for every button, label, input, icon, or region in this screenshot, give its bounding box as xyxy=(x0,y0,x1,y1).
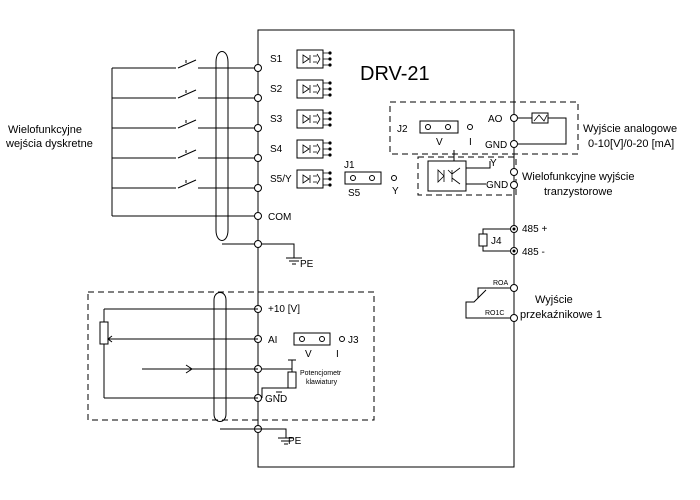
input-s5 xyxy=(112,179,258,189)
terminal-s3 xyxy=(254,124,262,132)
shield-cable-upper xyxy=(215,51,229,241)
device-title: DRV-21 xyxy=(360,63,430,85)
roa-label: ROA xyxy=(493,280,509,287)
rs485-minus-label: 485 - xyxy=(522,247,545,258)
terminal-com xyxy=(254,212,262,220)
digital-inputs-group: PE xyxy=(111,51,314,270)
terminal-s1 xyxy=(254,64,262,72)
terminal-roa xyxy=(510,284,518,292)
ro1c-label: RO1C xyxy=(485,310,504,317)
j1-name: J1 xyxy=(344,160,355,171)
left-group-label-line1: Wielofunkcyjne xyxy=(8,124,82,136)
pot-label-line2: klawiatury xyxy=(306,379,338,386)
jumper-j1: J1 S5 Y xyxy=(344,160,399,199)
ref-10v-label: +10 [V] xyxy=(268,304,300,315)
analog-input-block: Potencjometr klawiatury J3 V I +10 [V] A… xyxy=(87,291,375,422)
pe-label-upper: PE xyxy=(300,259,314,270)
rs485-plus-label: 485 + xyxy=(522,224,547,235)
terminal-pe-upper xyxy=(254,240,262,248)
opto-s2 xyxy=(296,79,332,99)
j1-right-label: Y xyxy=(392,186,399,197)
relay-out-desc-line2: przekaźnikowe 1 xyxy=(520,309,602,321)
label-com: COM xyxy=(268,212,291,223)
label-s4: S4 xyxy=(270,144,283,155)
opto-inputs xyxy=(296,49,332,189)
rs485-block: J4 485 + 485 - xyxy=(478,224,547,258)
j4-name: J4 xyxy=(491,236,502,247)
terminal-y xyxy=(510,168,518,176)
j3-name: J3 xyxy=(348,335,359,346)
label-s5y: S5/Y xyxy=(270,174,292,185)
input-s3 xyxy=(112,119,258,129)
j3-left-label: V xyxy=(305,349,312,360)
left-group-label-line2: wejścia dyskretne xyxy=(5,138,93,150)
pot-label-line1: Potencjometr xyxy=(300,370,342,377)
y-label: Y xyxy=(490,158,497,169)
shield-cable-lower xyxy=(213,292,227,422)
analog-out-desc-line2: 0-10[V]/0-20 [mA] xyxy=(588,138,674,150)
opto-s1 xyxy=(296,49,332,69)
transistor-out-desc-line2: tranzystorowe xyxy=(544,186,612,198)
j2-name: J2 xyxy=(397,124,408,135)
drive-body xyxy=(257,29,515,468)
transistor-output-block: Y GND xyxy=(417,150,518,196)
opto-s4 xyxy=(296,139,332,159)
terminal-s5y xyxy=(254,184,262,192)
terminal-ro1c xyxy=(510,314,518,322)
terminal-s4 xyxy=(254,154,262,162)
ai-gnd-label: GND xyxy=(265,394,287,405)
opto-s5 xyxy=(296,169,332,189)
relay-out-desc-line1: Wyjście xyxy=(535,294,573,306)
terminal-s2 xyxy=(254,94,262,102)
label-s2: S2 xyxy=(270,84,283,95)
relay-output-block: ROA RO1C xyxy=(465,280,518,322)
j1-left-label: S5 xyxy=(348,188,361,199)
analog-output-block: J2 V I AO GND xyxy=(389,101,579,155)
label-s3: S3 xyxy=(270,114,283,125)
pe-label-lower: PE xyxy=(288,436,302,447)
input-s1 xyxy=(112,59,258,69)
opto-s3 xyxy=(296,109,332,129)
left-terminals xyxy=(254,64,262,433)
j2-left-label: V xyxy=(436,137,443,148)
analog-out-desc-line1: Wyjście analogowe xyxy=(583,123,677,135)
terminal-y-gnd xyxy=(510,181,518,189)
ai-label: AI xyxy=(268,335,277,346)
transistor-gnd-label: GND xyxy=(486,180,508,191)
ao-gnd-label: GND xyxy=(485,140,507,151)
j3-right-label: I xyxy=(336,349,339,360)
ao-label: AO xyxy=(488,114,503,125)
input-s4 xyxy=(112,149,258,159)
terminal-ao xyxy=(510,114,518,122)
transistor-out-desc-line1: Wielofunkcyjne wyjście xyxy=(522,171,634,183)
label-s1: S1 xyxy=(270,54,283,65)
input-s2 xyxy=(112,89,258,99)
j2-right-label: I xyxy=(469,137,472,148)
terminal-ao-gnd xyxy=(510,140,518,148)
